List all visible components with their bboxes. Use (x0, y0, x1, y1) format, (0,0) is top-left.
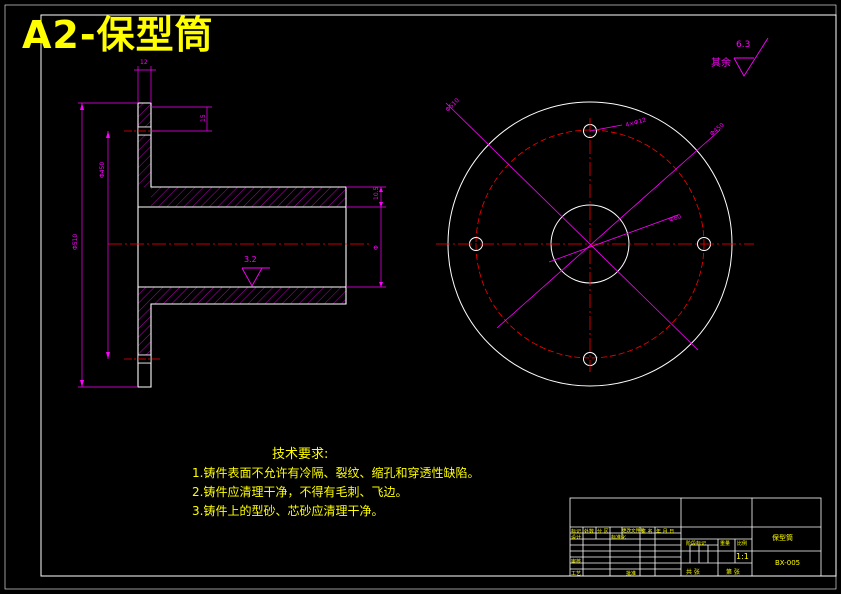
tb-process: 工艺 (571, 571, 582, 577)
title-block-lines (569, 497, 822, 577)
general-roughness-value: 6.3 (736, 40, 751, 50)
general-roughness-symbol (733, 37, 769, 77)
svg-text:Φ510: Φ510 (72, 234, 79, 250)
tb-zone: 分 区 (597, 529, 609, 535)
tb-sheets: 共 张 (686, 569, 700, 576)
tube-upper-hatch (151, 187, 346, 207)
general-roughness-label: 其余 (711, 58, 731, 69)
drawing-title: A2-保型筒 (22, 13, 214, 57)
end-view: Φ510 Φ450 4×Φ12 Φ80 (436, 97, 754, 387)
svg-text:15: 15 (200, 114, 207, 122)
tube-lower-hatch (138, 287, 346, 304)
svg-text:Φ450: Φ450 (99, 162, 106, 178)
corner-mark (822, 14, 837, 29)
section-view: Φ510 Φ450 15 10.5 Φ 12 (72, 59, 386, 388)
flange-lower-hatch (138, 304, 151, 355)
tb-date: 年 月 日 (656, 529, 675, 535)
svg-text:Φ450: Φ450 (709, 122, 726, 138)
drawing-border (40, 14, 837, 577)
tech-item-3: 3.铸件上的型砂、芯砂应清理干净。 (192, 504, 384, 518)
tb-review: 审核 (571, 559, 582, 565)
tb-scale-value: 1:1 (736, 552, 749, 561)
tech-item-1: 1.铸件表面不允许有冷隔、裂纹、缩孔和穿透性缺陷。 (192, 466, 480, 480)
svg-text:12: 12 (140, 59, 148, 66)
tb-weight: 重量 (720, 541, 731, 547)
tb-stage: 阶段标记 (686, 541, 707, 547)
tb-design: 设计 (571, 535, 582, 541)
tb-count: 处数 (584, 529, 595, 535)
svg-text:Φ510: Φ510 (444, 97, 461, 114)
technical-requirements: 技术要求: 1.铸件表面不允许有冷隔、裂纹、缩孔和穿透性缺陷。 2.铸件应清理干… (192, 445, 479, 521)
tech-heading: 技术要求: (272, 447, 329, 462)
flange-upper-hatch (138, 103, 151, 187)
tb-part-name: 保型筒 (772, 534, 793, 542)
tb-mark: 标记 (571, 529, 582, 535)
tb-ratio: 比例 (737, 541, 748, 547)
tech-item-2: 2.铸件应清理干净，不得有毛刺、飞边。 (192, 485, 408, 499)
tb-change-doc: 更改文件号 (622, 529, 645, 534)
tb-approve: 批准 (626, 571, 637, 577)
tb-sheet-of: 第 张 (726, 569, 740, 576)
svg-text:10.5: 10.5 (373, 186, 380, 200)
tb-sign: 签 名 (641, 529, 653, 535)
svg-text:4×Φ12: 4×Φ12 (625, 117, 647, 129)
bore-roughness-symbol (241, 267, 270, 287)
tb-standard: 标准化 (611, 535, 627, 541)
svg-text:Φ: Φ (373, 245, 380, 250)
svg-text:Φ80: Φ80 (668, 213, 682, 224)
tb-drawing-no: BX-005 (775, 559, 801, 567)
section-outline (137, 102, 347, 388)
bore-roughness-value: 3.2 (244, 255, 257, 264)
